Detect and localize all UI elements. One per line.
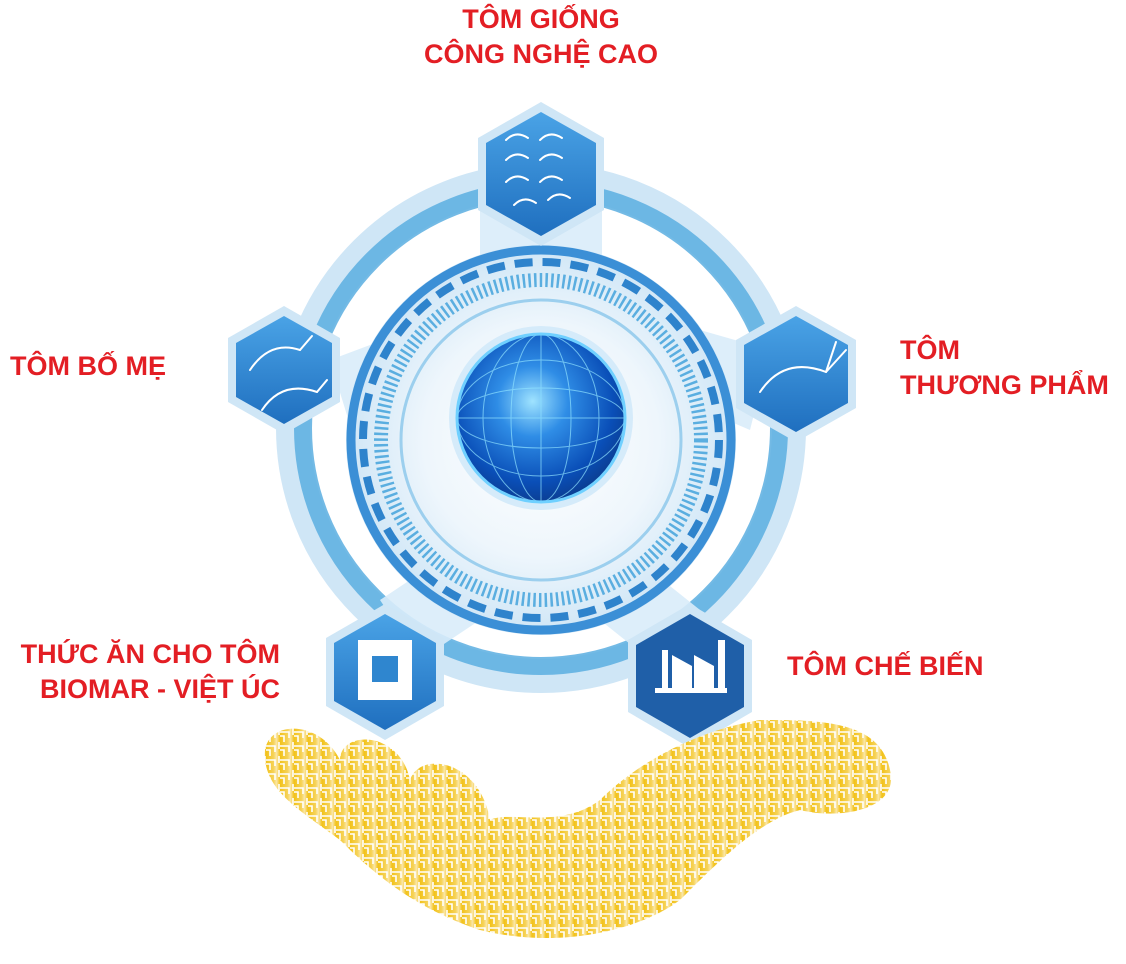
label-bottom-right-line-1: TÔM CHẾ BIẾN — [787, 651, 984, 681]
open-hand-icon — [264, 720, 892, 939]
inner-thin-ring — [399, 298, 683, 582]
label-bottom-left-line-2: BIOMAR - VIỆT ÚC — [40, 674, 280, 704]
label-right: TÔM THƯƠNG PHẨM — [900, 333, 1109, 403]
node-bottom-right — [628, 604, 752, 748]
tick-ring — [374, 273, 708, 607]
label-bottom-left-line-1: THỨC ĂN CHO TÔM — [20, 639, 280, 669]
label-top-line-1: TÔM GIỐNG — [462, 4, 620, 34]
label-top-line-2: CÔNG NGHỆ CAO — [423, 39, 658, 69]
gear-teeth — [359, 258, 723, 622]
factory-icon — [655, 640, 727, 693]
label-bottom-right: TÔM CHẾ BIẾN — [787, 649, 984, 684]
label-left-line-1: TÔM BỐ MẸ — [10, 351, 166, 381]
label-right-line-2: THƯƠNG PHẨM — [900, 370, 1109, 400]
label-right-line-1: TÔM — [900, 335, 960, 365]
commercial-shrimp-icon — [759, 341, 847, 393]
label-bottom-left: THỨC ĂN CHO TÔM BIOMAR - VIỆT ÚC — [0, 637, 280, 707]
node-left — [228, 306, 340, 434]
shrimp-larvae-icon — [505, 133, 571, 206]
label-top: TÔM GIỐNG CÔNG NGHỆ CAO — [0, 2, 1082, 72]
node-bottom-left — [326, 604, 444, 740]
broodstock-shrimp-icon — [249, 335, 328, 411]
node-top — [478, 102, 604, 246]
globe-sphere-icon — [449, 326, 633, 510]
gear-outer-ring — [346, 245, 736, 635]
label-left: TÔM BỐ MẸ — [10, 349, 166, 384]
feed-bag-icon — [358, 640, 412, 700]
node-right — [736, 306, 856, 442]
